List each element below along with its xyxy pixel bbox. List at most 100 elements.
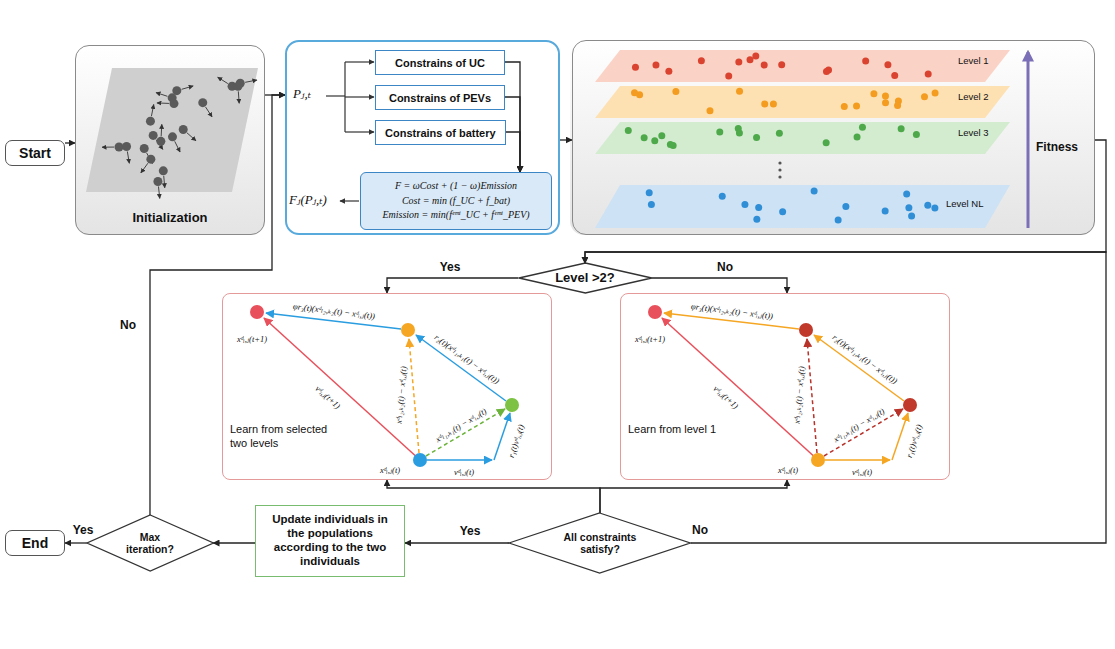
flow-arrow	[600, 480, 787, 513]
individual-dot	[667, 141, 674, 148]
math-label: xᵈₗ₂,ₖ₂(t) − xᵈᵢ,ⱼ(t)	[394, 366, 409, 424]
node-text: All constraints satisfy?	[550, 531, 650, 555]
objective-box: F = ωCost + (1 − ω)EmissionCost = min (f…	[360, 172, 552, 230]
particle	[122, 142, 131, 151]
velocity-arrow	[238, 91, 240, 103]
learning-diagram	[648, 305, 917, 467]
branch-label: Yes	[71, 523, 96, 537]
individual-dot	[776, 130, 783, 137]
individual-dot	[921, 93, 928, 100]
individual-dot	[658, 132, 665, 139]
terminal-box: End	[5, 530, 65, 556]
velocity-arrow	[127, 151, 129, 163]
node-text: Level >2?	[555, 271, 615, 286]
decision-diamond: All constraints satisfy?	[509, 513, 690, 573]
individual-dot	[752, 53, 759, 60]
initialization-art	[75, 45, 265, 235]
individual-dot	[753, 134, 760, 141]
individual-dot	[651, 137, 658, 144]
velocity-arrow	[182, 86, 194, 89]
flow-arrow	[585, 140, 1106, 263]
individual-dot	[632, 64, 639, 71]
individual-dot	[854, 133, 861, 140]
terminal-box: Start	[5, 140, 65, 166]
velocity-arrow	[102, 147, 114, 148]
individual-dot	[891, 72, 898, 79]
individual-dot	[862, 57, 869, 64]
velocity-arrow	[205, 107, 212, 117]
individual-dot	[870, 90, 877, 97]
velocity-arrow	[164, 176, 165, 188]
diamond-outline	[87, 515, 213, 571]
math-label: xᵈᵢ,ⱼ(t+1)	[237, 334, 267, 344]
math-label: xᵈᵢ,ⱼ(t+1)	[635, 334, 665, 344]
individual-dot	[753, 216, 760, 223]
velocity-arrow	[161, 124, 163, 136]
node-text: Update individuals in the populations ac…	[262, 513, 398, 568]
individual-dot	[932, 89, 939, 96]
velocity-arrow	[151, 104, 153, 116]
individual-dot	[898, 125, 905, 132]
math-label: φr₃(t)(xᵈₗ₂,ₖ₂(t) − xᵈᵢ,ⱼ(t))	[292, 301, 375, 321]
individual-dot	[905, 204, 912, 211]
velocity-arrow	[156, 93, 167, 97]
individual-dot	[665, 68, 672, 75]
decision-diamond: Level >2?	[519, 263, 652, 293]
individual-dot	[761, 100, 768, 107]
individual-dot	[770, 100, 777, 107]
individual-dot	[894, 102, 901, 109]
individual-dot	[646, 189, 653, 196]
diamond-outline	[509, 513, 690, 573]
velocity-arrow	[245, 80, 257, 82]
individual-dot	[778, 61, 785, 68]
flow-arrow	[387, 480, 600, 513]
flow-arrow	[213, 542, 255, 543]
learning-diagram	[250, 305, 519, 467]
individual-dot	[755, 204, 762, 211]
individual-dot	[903, 190, 910, 197]
individual-dot	[706, 107, 713, 114]
velocity-arrow	[175, 141, 180, 152]
flow-arrow	[651, 278, 787, 293]
level-art	[570, 40, 1095, 235]
math-label: vᵈᵢ,ⱼ(t+1)	[711, 383, 740, 411]
particle	[168, 93, 177, 102]
velocity-arrow	[218, 77, 228, 83]
decision-diamond: Max iteration?	[87, 515, 213, 571]
math-label: vᵈᵢ,ⱼ(t+1)	[313, 383, 342, 411]
math-label: vᵈᵢ,ⱼ(t)	[454, 467, 474, 477]
flow-arrow	[506, 132, 520, 172]
individual-dot	[925, 70, 932, 77]
math-label: r₂(t)(xᵈₗ₁,ₖ₁(t) − xᵈᵢ,ⱼ(t))	[831, 332, 900, 386]
learning-panel: Learn from selected two levels	[222, 293, 552, 480]
individual-dot	[719, 193, 726, 200]
particle	[233, 82, 242, 91]
individual-dot	[779, 208, 786, 215]
particle	[146, 155, 155, 164]
branch-label: Yes	[458, 524, 483, 538]
individual-dot	[761, 61, 768, 68]
node-text: Cost = min (f_UC + f_bat)	[402, 194, 510, 209]
math-label: xᵈₗ₂,ₖ₂(t) − xᵈᵢ,ⱼ(t)	[792, 366, 807, 424]
individual-dot	[842, 203, 849, 210]
node-text: Constrains of UC	[395, 57, 485, 69]
individual-dot	[853, 103, 860, 110]
node-text: Start	[19, 145, 51, 161]
constraint-box: Constrains of UC	[375, 50, 505, 75]
individual-dot	[625, 127, 632, 134]
flow-arrow	[505, 97, 520, 172]
math-label: vᵈᵢ,ⱼ(t)	[852, 467, 872, 477]
particle	[159, 166, 168, 175]
particle	[149, 131, 158, 140]
math-label: xᵈᵢ,ⱼ(t)	[380, 465, 400, 475]
flow-arrow	[405, 542, 509, 543]
particle	[179, 125, 188, 134]
individual-dot	[823, 68, 830, 75]
individual-dot	[648, 201, 655, 208]
individual-dot	[823, 139, 830, 146]
math-label: φr₃(t)(xᵈₗ₂,ₖ₂(t) − xᵈᵢ,ⱼ(t))	[690, 301, 773, 321]
node-text: Initialization	[132, 210, 207, 225]
velocity-arrow	[187, 133, 196, 141]
node-text: F = ωCost + (1 − ω)Emission	[395, 179, 517, 194]
